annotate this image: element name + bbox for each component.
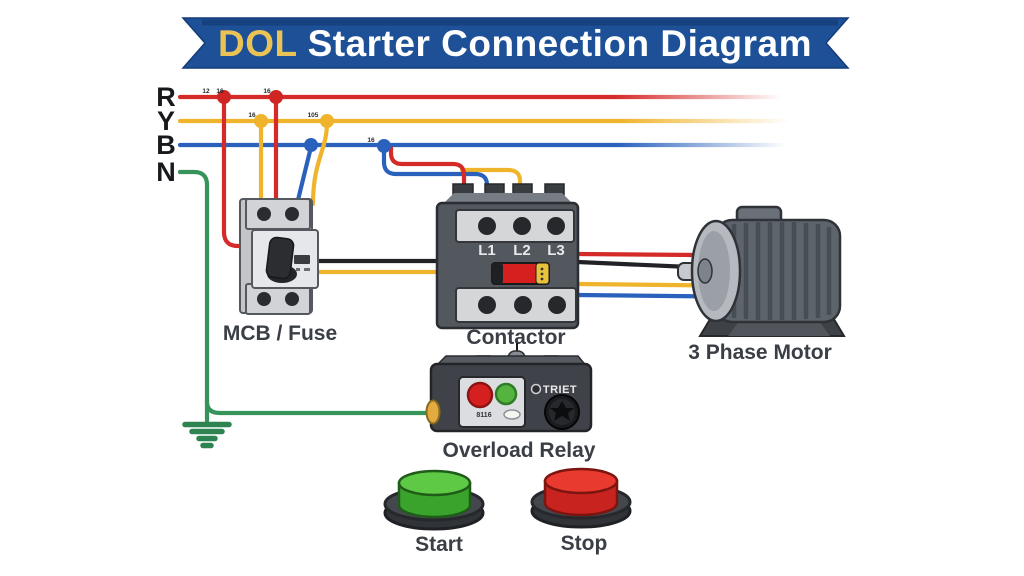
phase-label-y: Y	[157, 106, 175, 136]
terminal-label-l1: L1	[478, 242, 496, 259]
motor-foot-front	[728, 320, 830, 336]
banner-top-shade	[202, 19, 838, 26]
junction-ref-numbers: 12 16 16 16 105 16	[202, 88, 375, 144]
relay-brand-text: TRIET	[543, 384, 577, 396]
start-button-label: Start	[415, 533, 463, 556]
stop-button-cap-top	[543, 467, 619, 495]
motor-front-inner	[698, 231, 730, 311]
mcb-component: MCB / Fuse	[223, 198, 337, 345]
junction-dot-b1	[304, 138, 318, 152]
wire-b-to-contactor	[381, 145, 490, 199]
overload-relay-component: 8116 TRIET Overload Relay	[425, 343, 596, 462]
relay-side-connector	[425, 399, 441, 425]
motor-shaft-boss	[697, 258, 713, 284]
contactor-terminal	[478, 296, 496, 314]
stop-button-label: Stop	[561, 532, 608, 555]
junction-dot-y2	[320, 114, 334, 128]
phase-label-b: B	[156, 130, 176, 160]
stop-button: Stop	[530, 467, 632, 555]
neutral-earth-wire	[177, 169, 430, 449]
phase-labels: R Y B N	[156, 82, 176, 187]
wire-motor-black	[575, 259, 693, 270]
phase-bus-lines	[177, 94, 793, 148]
mcb-terminal	[257, 207, 271, 221]
banner-ribbon	[181, 17, 850, 69]
terminal-label-l3: L3	[547, 242, 565, 259]
relay-green-button	[494, 382, 518, 406]
contactor-component: L1 L2 L3 Contactor	[435, 183, 580, 349]
mcb-top-terminal-block	[245, 198, 311, 230]
title-rest: Starter Connection Diagram	[308, 23, 812, 64]
mcb-terminal	[285, 292, 299, 306]
wires-to-mcb	[221, 96, 330, 250]
wire-y2-to-mcb-top	[310, 120, 330, 207]
relay-indicator-window	[503, 409, 521, 420]
contactor-reset-black-end	[492, 263, 503, 284]
start-button: Start	[383, 469, 485, 556]
wire-y-to-contactor	[459, 167, 523, 195]
phase-label-r: R	[156, 82, 176, 112]
relay-code-text: 8116	[476, 412, 491, 419]
contactor-label: Contactor	[466, 326, 565, 349]
mcb-terminal	[285, 207, 299, 221]
contactor-terminal	[478, 217, 496, 235]
mcb-mark	[296, 268, 300, 271]
junction-dots	[217, 90, 391, 153]
wire-motor-red	[575, 251, 701, 258]
relay-adjust-knob	[544, 394, 580, 430]
contactor-terminal	[513, 217, 531, 235]
contactor-terminal	[514, 296, 532, 314]
title-highlight: DOL	[218, 23, 298, 64]
wire-neutral-green	[177, 169, 430, 416]
mcb-label-window	[294, 255, 310, 264]
wires-to-contactor	[381, 145, 523, 199]
wire-r-to-mcb-side	[221, 96, 261, 250]
start-button-cap-top	[397, 469, 472, 497]
contactor-terminal	[547, 217, 565, 235]
junction-dot-r2	[269, 90, 283, 104]
relay-red-button	[466, 381, 494, 409]
junction-ref: 16	[216, 88, 224, 95]
motor-component: 3 Phase Motor	[677, 205, 846, 364]
mcb-mark	[304, 268, 310, 271]
junction-ref: 105	[308, 112, 319, 119]
earth-ground-symbol	[182, 421, 232, 449]
junction-ref: 16	[248, 112, 256, 119]
junction-ref: 12	[202, 88, 210, 95]
mcb-toggle-lever	[265, 236, 295, 280]
junction-dot-y1	[254, 114, 268, 128]
relay-screw	[530, 383, 542, 395]
junction-dot-b2	[377, 139, 391, 153]
contactor-terminal	[548, 296, 566, 314]
junction-ref: 16	[263, 88, 271, 95]
terminal-label-l2: L2	[513, 242, 531, 259]
junction-ref: 16	[367, 137, 375, 144]
mcb-label: MCB / Fuse	[223, 322, 337, 345]
wire-b-to-mcb-top	[294, 144, 314, 207]
mcb-terminal	[257, 292, 271, 306]
junction-dot-r1	[217, 90, 231, 104]
wire-r-to-contactor	[388, 145, 467, 193]
phase-label-n: N	[156, 157, 176, 187]
overload-relay-label: Overload Relay	[443, 439, 596, 462]
motor-label: 3 Phase Motor	[688, 341, 832, 364]
